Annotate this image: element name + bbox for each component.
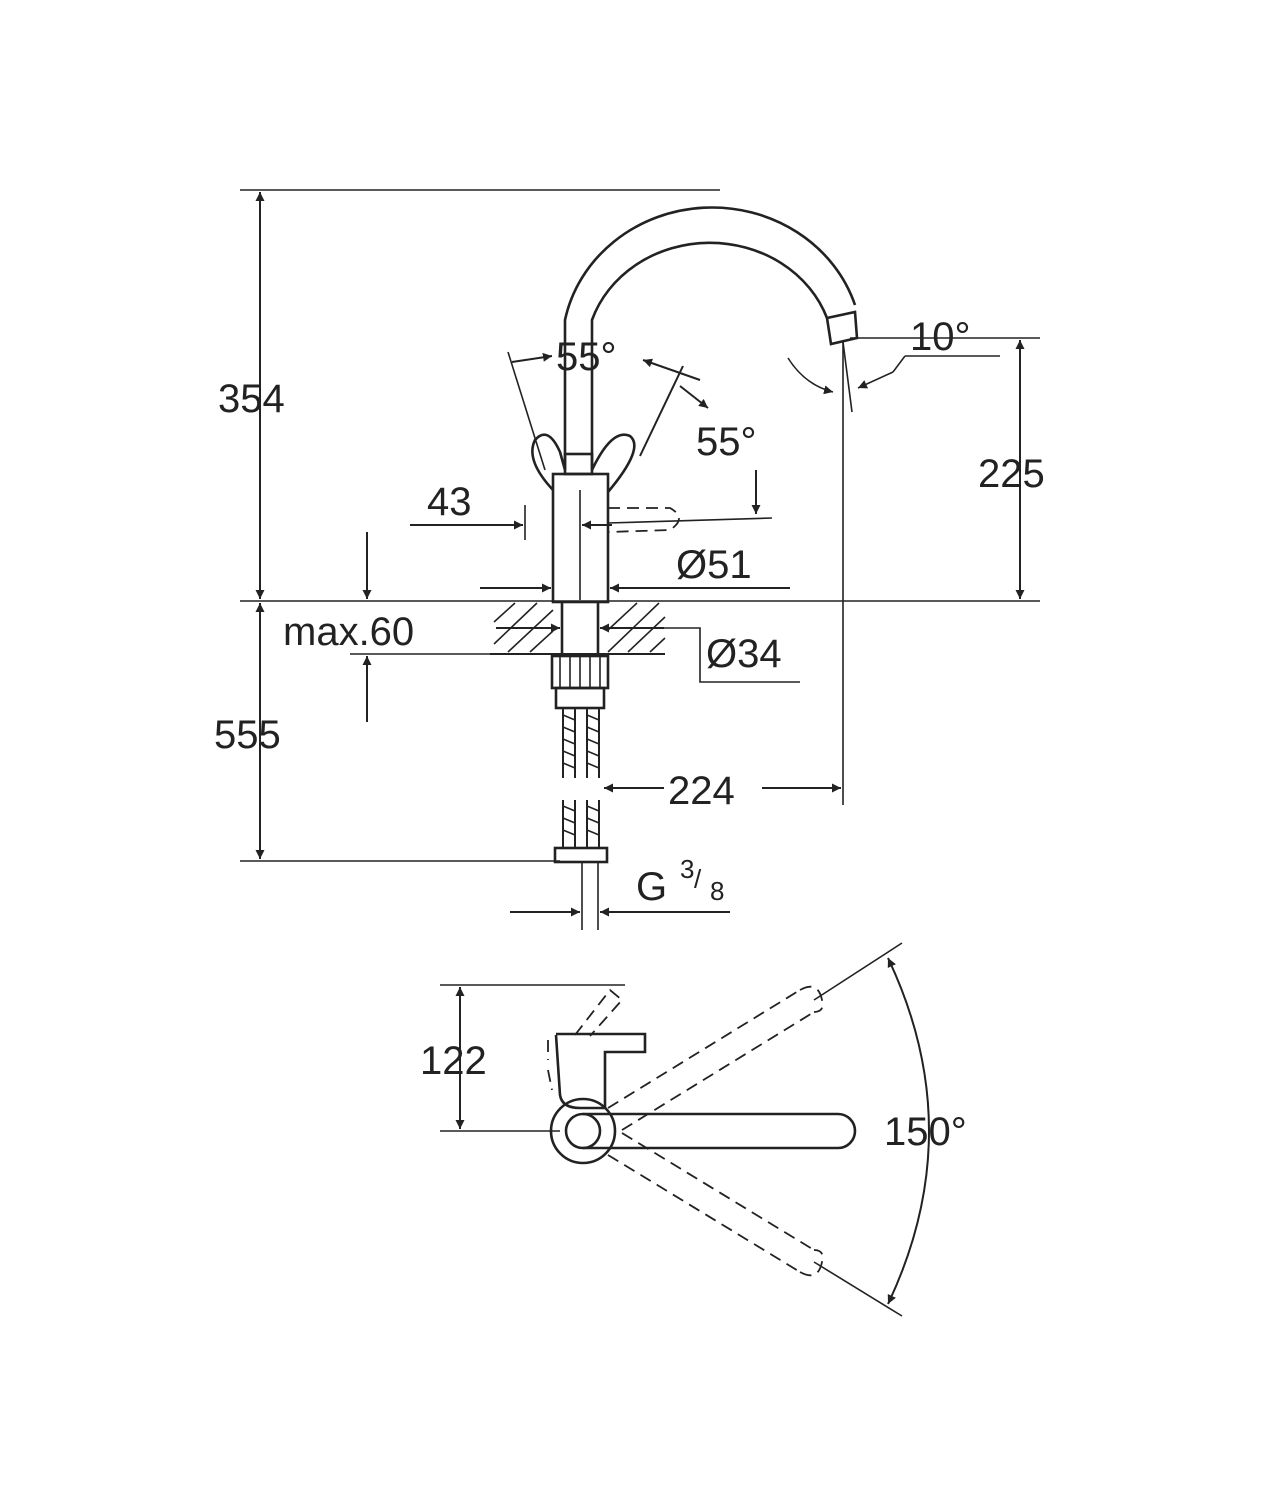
lever-right [590, 433, 636, 493]
label-counter-thickness: max.60 [283, 610, 414, 654]
tilt-leader [892, 355, 906, 373]
label-thread-slash: / [694, 864, 702, 894]
label-below-counter: 555 [214, 713, 281, 757]
label-spout-reach: 224 [668, 769, 735, 813]
swivel-limit-upper [813, 942, 903, 1001]
tilt-arrow-right [857, 371, 894, 389]
plan-spout-upper-dashed [607, 989, 815, 1131]
label-thread-denominator: 8 [710, 876, 724, 906]
label-thread-numerator: 3 [680, 854, 694, 884]
label-body-diameter: Ø51 [676, 543, 752, 587]
label-handle-angle-right: 55° [696, 420, 757, 464]
plan-spout-upper-tip [799, 985, 824, 1013]
tilt-arrow-left [787, 357, 834, 395]
swivel-arc [887, 957, 930, 1305]
side-view: 354 555 max.60 55° 55° 10° 225 43 Ø51 Ø3… [214, 189, 1045, 930]
label-spout-tilt: 10° [910, 315, 971, 359]
plan-lever [554, 1032, 647, 1110]
plan-spout-lower-dashed [607, 1132, 815, 1273]
hole-diameter-leader [664, 627, 800, 683]
angle-arrow-right-bottom [679, 385, 709, 409]
label-height-total: 354 [218, 377, 285, 421]
label-swivel-angle: 150° [884, 1110, 967, 1154]
lever-forward-dashed [607, 507, 680, 533]
label-lever-offset: 43 [427, 480, 472, 524]
plan-spout-lower-tip [799, 1249, 824, 1277]
spout-tilt-line [842, 341, 853, 413]
spout-inner [590, 241, 829, 470]
lever-extension-line [607, 517, 773, 524]
label-plan-depth: 122 [420, 1039, 487, 1083]
flexible-hoses [553, 708, 609, 864]
nut-washer [554, 686, 606, 710]
plan-spout-center [583, 1112, 857, 1150]
angle-arrow-right-top [642, 358, 701, 381]
label-handle-angle-left: 55° [556, 335, 617, 379]
label-thread-main: G [636, 865, 667, 909]
label-hole-diameter: Ø34 [706, 632, 782, 676]
label-spout-height: 225 [978, 452, 1045, 496]
plan-base-ring [549, 1097, 617, 1165]
plan-lever-dashed [547, 988, 624, 1091]
angle-arrow-left [511, 352, 553, 363]
angle-line-left [507, 351, 546, 471]
body-collar [563, 452, 594, 476]
spout-outer [563, 206, 857, 470]
counter-section [490, 602, 666, 655]
hose-connector [553, 846, 609, 864]
spout-aerator [825, 310, 859, 346]
swivel-limit-lower [813, 1261, 903, 1317]
angle-line-right [639, 365, 684, 457]
plan-spout-root [564, 1112, 602, 1150]
plan-view: 122 150° [420, 942, 967, 1317]
